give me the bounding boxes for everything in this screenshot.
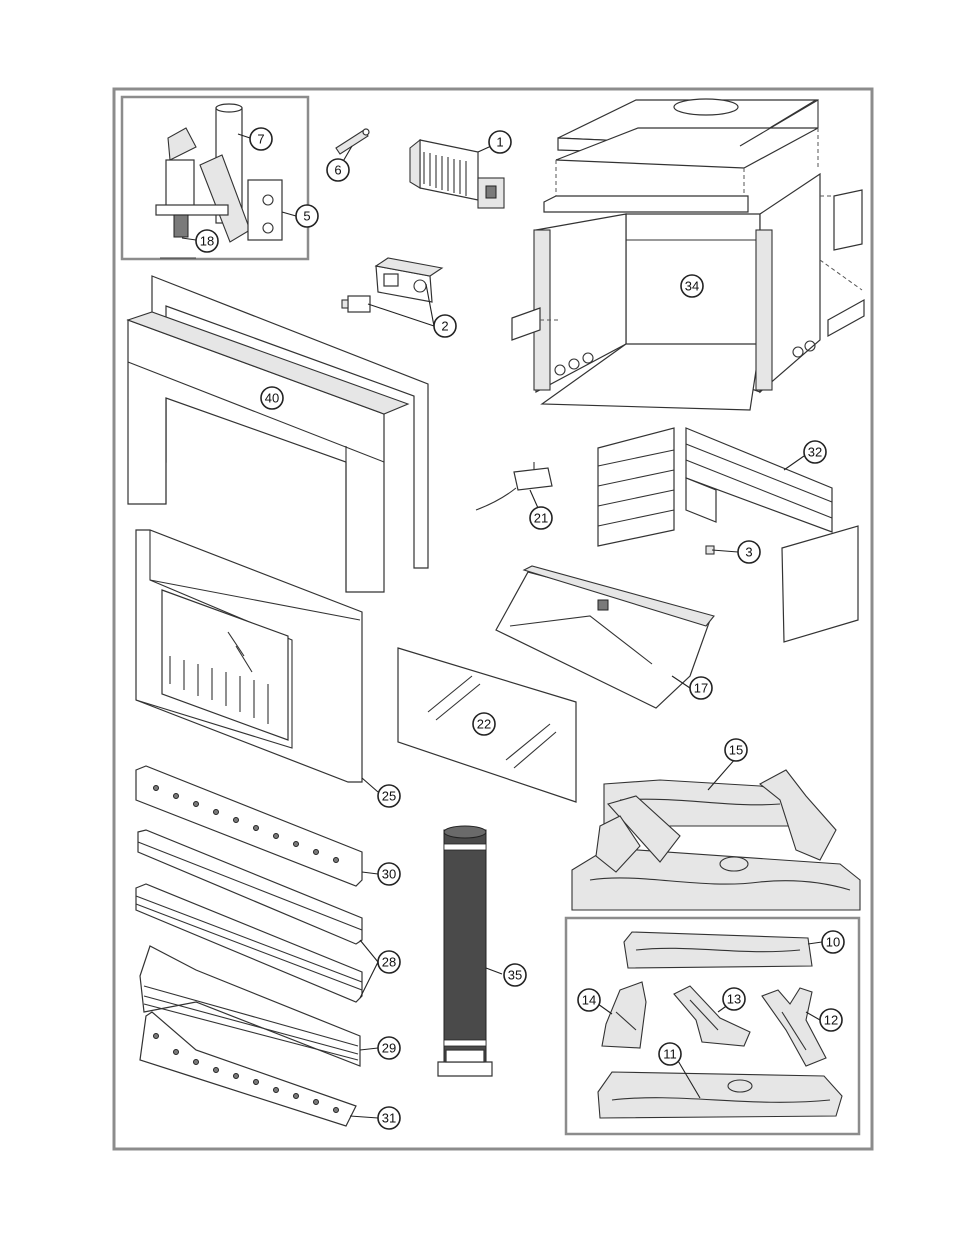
callout-label: 12 (824, 1013, 838, 1028)
part-1-blower-drawing (409, 138, 505, 209)
callout-label: 18 (200, 234, 214, 249)
callout-21: 21 (529, 506, 553, 530)
callout-29: 29 (377, 1036, 401, 1060)
callout-17: 17 (689, 676, 713, 700)
callout-15: 15 (724, 738, 748, 762)
part-6-drawing (335, 128, 370, 155)
callout-30: 30 (377, 862, 401, 886)
callout-40: 40 (260, 386, 284, 410)
part-2-gas-valve-drawing (341, 257, 444, 313)
callout-label: 40 (265, 391, 279, 406)
callout-14: 14 (577, 988, 601, 1012)
callout-label: 35 (508, 968, 522, 983)
part-32-brick-panels-drawing (597, 427, 859, 643)
callout-5: 5 (295, 204, 319, 228)
callout-35: 35 (503, 963, 527, 987)
part-35-flex-vent-drawing (437, 825, 493, 1077)
part-28-trim-drawing (135, 829, 363, 1003)
part-10-log-drawing (623, 931, 813, 969)
callout-31: 31 (377, 1106, 401, 1130)
callout-25: 25 (377, 784, 401, 808)
callout-label: 7 (257, 132, 264, 147)
callout-6: 6 (326, 158, 350, 182)
part-11-log-drawing (597, 1071, 843, 1119)
part-40-surround-drawing (126, 275, 429, 593)
callout-11: 11 (658, 1042, 682, 1066)
part-30-grille-drawing (135, 765, 363, 887)
callout-32: 32 (803, 440, 827, 464)
callout-18: 18 (195, 229, 219, 253)
callout-label: 2 (441, 319, 448, 334)
part-34-firebox-drawing (511, 98, 865, 411)
callout-2: 2 (433, 314, 457, 338)
callout-22: 22 (472, 712, 496, 736)
callout-34: 34 (680, 274, 704, 298)
callout-label: 17 (694, 681, 708, 696)
callout-label: 32 (808, 445, 822, 460)
vent-assembly-drawing (155, 103, 283, 259)
part-14-log-drawing (601, 981, 647, 1049)
part-29-louver-drawing (139, 945, 361, 1067)
callout-label: 29 (382, 1041, 396, 1056)
callout-10: 10 (821, 930, 845, 954)
callout-label: 31 (382, 1111, 396, 1126)
callout-label: 5 (303, 209, 310, 224)
callout-7: 7 (249, 127, 273, 151)
callout-label: 11 (663, 1047, 677, 1062)
callout-label: 3 (745, 545, 752, 560)
part-25-door-drawing (135, 529, 363, 783)
callout-label: 13 (727, 992, 741, 1007)
part-15-log-set-drawing (571, 769, 861, 911)
callout-label: 6 (334, 163, 341, 178)
callout-label: 30 (382, 867, 396, 882)
part-21-switch-drawing (475, 462, 553, 511)
callout-label: 34 (685, 279, 699, 294)
callout-3: 3 (737, 540, 761, 564)
callout-label: 1 (496, 135, 503, 150)
callout-label: 21 (534, 511, 548, 526)
part-12-log-drawing (761, 987, 827, 1067)
callout-13: 13 (722, 987, 746, 1011)
leader-lines (181, 133, 823, 1119)
callout-label: 15 (729, 743, 743, 758)
callout-label: 10 (826, 935, 840, 950)
callout-label: 14 (582, 993, 596, 1008)
part-13-log-drawing (673, 985, 751, 1047)
callout-28: 28 (377, 950, 401, 974)
callout-label: 28 (382, 955, 396, 970)
part-17-base-pan-drawing (495, 565, 715, 709)
callout-label: 22 (477, 717, 491, 732)
callout-label: 25 (382, 789, 396, 804)
callout-1: 1 (488, 130, 512, 154)
callout-12: 12 (819, 1008, 843, 1032)
